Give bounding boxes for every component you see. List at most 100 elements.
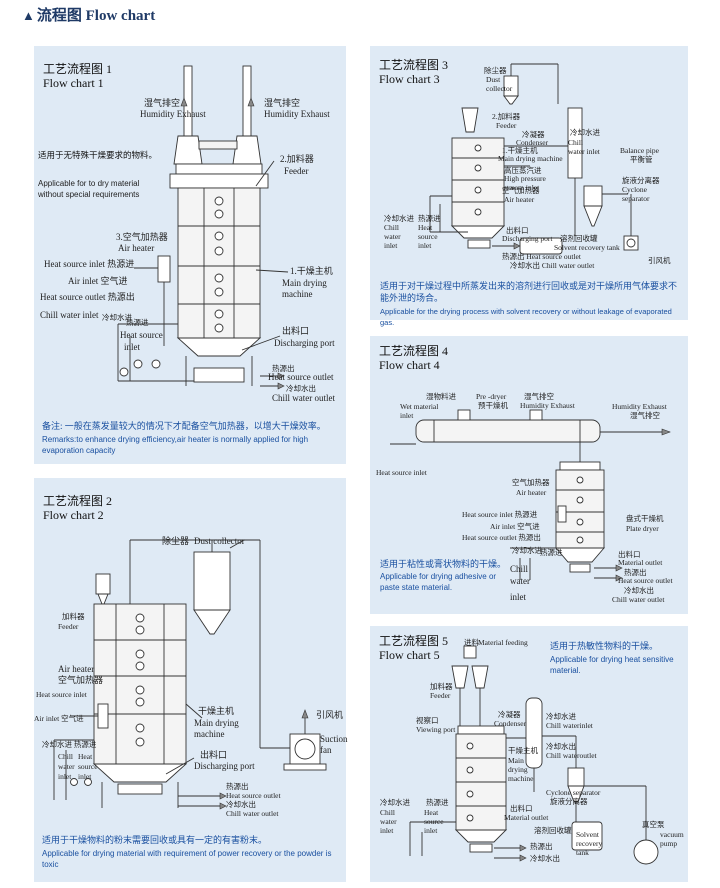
c2-cw-out-en: Chill water outlet (226, 809, 279, 818)
c1-feeder-en: Feeder (284, 166, 309, 176)
c2-hs-out-cn: 热源出 (226, 782, 249, 791)
c3-cw-in-cn: 冷却水进 (570, 128, 600, 137)
c1-cw-in-cn: 冷却水进 (102, 313, 132, 322)
c4-desc-en: Applicable for drying adhesive or paste … (380, 572, 497, 592)
c3-hp-en: High pressure stream inlet (504, 174, 546, 192)
flow-chart-3-diagram (429, 63, 639, 255)
c2-desc-cn: 适用于干燥物料的粉末需要回收或具有一定的有害粉末。 (42, 835, 268, 845)
c3-cyclone-cn: 旋液分离器 (622, 176, 660, 185)
flow-chart-1-diagram (117, 65, 289, 390)
c1-air-inlet: Air inlet 空气进 (68, 276, 128, 286)
c5-cw-out-en: Chill wateroutlet (546, 751, 597, 760)
c2-feeder-en: Feeder (58, 622, 79, 631)
c1-hs-inlet: Heat source inlet 热源进 (44, 259, 135, 269)
c3-cw-in2-cn: 冷却水进 (384, 214, 414, 223)
c4-pre-en: Pre -dryer (476, 392, 507, 401)
c5-feeding-cn: 进料 (464, 638, 479, 647)
c3-hs-in-cn: 热源进 (418, 214, 441, 223)
c4-mat-out-en: Material outlet (618, 558, 663, 567)
c3-balance-cn: 平衡管 (630, 155, 653, 164)
c2-discharge-en: Discharging port (194, 761, 255, 771)
c1-cw-out-en: Chill water outlet (272, 393, 335, 403)
c3-hs-out: 热源出 Heat source outlet (502, 252, 581, 261)
c3-dust-en: Dust collector (486, 75, 513, 93)
c4-hs-out: Heat source outlet 热源出 (462, 533, 541, 542)
flow-chart-2-panel: 工艺流程图 2 Flow chart 2 除尘器 Dust collector … (34, 478, 348, 882)
chart-2-title-en: Flow chart 2 (43, 508, 104, 522)
c4-hs-in-cn: 热源进 (540, 548, 563, 557)
c4-hs-inlet: Heat source inlet (376, 468, 427, 477)
c2-dust-cn: 除尘器 (162, 536, 190, 546)
c4-water: water (510, 576, 530, 586)
chart-3-title-cn: 工艺流程图 3 (379, 58, 449, 72)
c4-hs-out-cn: 热源出 (624, 568, 647, 577)
c5-desc-cn: 适用于热敏性物料的干燥。 (550, 641, 659, 651)
c1-humid-r-cn: 湿气排空 (264, 98, 301, 108)
flow-chart-1-panel: 工艺流程图 1 Flow chart 1 适用于无特殊干燥要求的物料。 Appl… (34, 46, 346, 464)
c5-cyclone-en: Cyclone separator (546, 788, 601, 797)
c4-desc-cn: 适用于粘性或膏状物料的干燥。 (380, 559, 507, 569)
c4-air-heater-en: Air heater (516, 488, 547, 497)
c4-chill: Chill (510, 564, 529, 574)
c2-inlet2: inlet (78, 772, 92, 781)
chart-2-title-cn: 工艺流程图 2 (43, 494, 113, 508)
c3-hs-in-en: Heat source inlet (418, 223, 438, 250)
chart-5-title-en: Flow chart 5 (379, 648, 440, 662)
c2-fan-en: Suction fan (320, 734, 348, 755)
c5-feeding-en: Material feeding (478, 638, 528, 647)
c2-cw-in: 冷却水进 热源进 (42, 740, 97, 749)
c1-discharge-cn: 出料口 (282, 326, 310, 336)
triangle-icon: ▲ (22, 8, 35, 23)
c2-hs-out-en: Heat source outlet (226, 791, 281, 800)
c3-feeder-en: Feeder (496, 121, 517, 130)
page-title: 流程图 Flow chart (36, 8, 156, 24)
c4-inlet: inlet (510, 592, 526, 602)
c1-hs-in2-en: Heat source (120, 330, 163, 340)
c4-hs-in: Heat source inlet 热源进 (462, 510, 538, 519)
c3-balance-en: Balance pipe (620, 146, 659, 155)
c4-air-heater-cn: 空气加热器 (512, 478, 550, 487)
c5-cw-in-en: Chill waterinlet (546, 721, 593, 730)
c2-air-heater-cn: 空气加热器 (58, 675, 104, 685)
c3-solvent-en: Solvent recovery tank (554, 243, 620, 252)
c2-chill: Chill (58, 752, 74, 761)
c5-cw-in2-en: Chill water inlet (380, 808, 397, 835)
c3-solvent-cn: 溶剂回收罐 (560, 234, 598, 243)
c1-hs-out-cn: 热源出 (272, 364, 295, 373)
c4-air-in: Air inlet 空气进 (490, 522, 540, 531)
c5-mat-out-cn: 出料口 (510, 804, 533, 813)
c2-heat: Heat (78, 752, 93, 761)
c2-main-cn: 干燥主机 (198, 706, 235, 716)
c1-humid-l-cn: 湿气排空 (144, 98, 181, 108)
c4-plate-cn: 盘式干燥机 (626, 514, 664, 523)
c2-air-inlet: Air inlet 空气进 (34, 714, 84, 723)
c5-cw-out2-cn: 冷却水出 (530, 854, 560, 863)
c1-humid-l-en: Humidity Exhaust (140, 109, 206, 119)
c5-mat-out-en: Material outlet (504, 813, 549, 822)
c5-feeder-en: Feeder (430, 691, 451, 700)
c5-hs-in-en: Heat source inlet (424, 808, 444, 835)
c2-hs-inlet: Heat source inlet (36, 690, 87, 699)
c4-pre-cn: 预干燥机 (478, 401, 508, 410)
c5-solvent-cn: 溶剂回收罐 (534, 826, 572, 835)
c3-discharge-cn: 出料口 (506, 226, 529, 235)
c3-cw-out: 冷却水出 Chill water outlet (510, 261, 595, 270)
c2-fan-cn: 引风机 (316, 710, 344, 720)
c3-desc-en: Applicable for the drying process with s… (380, 307, 672, 327)
c5-condenser-en: Condenser (494, 719, 527, 728)
c1-inlet: inlet (124, 342, 140, 352)
c1-cw-inlet: Chill water inlet (40, 310, 99, 320)
c1-discharge-en: Discharging port (274, 338, 335, 348)
chart-1-title-cn: 工艺流程图 1 (43, 62, 113, 76)
chart-1-desc-cn: 适用于无特殊干燥要求的物料。 (38, 150, 158, 160)
c4-wet-en: Wet material inlet (400, 402, 439, 420)
c1-remark-en: Remarks:to enhance drying efficiency,air… (42, 435, 309, 455)
page-header: ▲流程图 Flow chart (22, 4, 155, 25)
c1-main-en: Main drying machine (282, 278, 327, 299)
c5-vacuum-en: vacuum pump (660, 830, 684, 848)
flow-chart-5-diagram (409, 645, 659, 865)
c2-source: source (78, 762, 98, 771)
c2-main-en: Main drying machine (194, 718, 239, 739)
c4-cw-in: 冷却水进 (512, 546, 542, 555)
c3-cw-in2-en: Chill water inlet (384, 223, 401, 250)
